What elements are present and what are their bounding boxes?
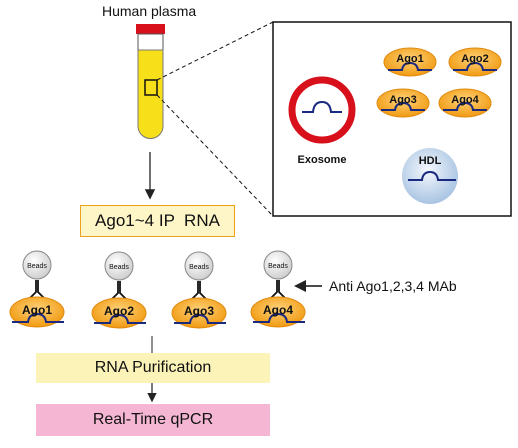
exosome	[288, 76, 356, 144]
exosome-membrane	[288, 76, 356, 144]
zoom-ago-label: Ago4	[451, 94, 479, 106]
hdl-label: HDL	[419, 155, 442, 167]
bead	[104, 251, 134, 281]
zoom-ago-label: Ago3	[389, 94, 417, 106]
zoom-region-marker	[144, 79, 158, 96]
rna-purification-step: RNA Purification	[36, 353, 270, 383]
bead-ago-label: Ago1	[22, 303, 52, 317]
bead-ago-label: Ago3	[184, 304, 214, 318]
tube-neck	[137, 33, 164, 51]
bead-complex-2: Beads Ago2	[91, 251, 147, 329]
zoom-ago-4: Ago4	[438, 88, 492, 118]
qpcr-step: Real-Time qPCR	[36, 404, 270, 436]
exosome-label: Exosome	[298, 154, 347, 166]
tube-cap	[136, 24, 165, 34]
zoom-ago-label: Ago1	[396, 53, 424, 65]
zoom-ago-3: Ago3	[376, 88, 430, 118]
ip-rna-box: Ago1~4 IP RNA	[80, 205, 235, 237]
bead-label: Beads	[109, 264, 129, 271]
bead	[22, 250, 52, 280]
zoom-ago-label: Ago2	[461, 53, 489, 65]
bead-complex-1: Beads Ago1	[9, 250, 65, 328]
bead-complex-4: Beads Ago4	[250, 250, 306, 328]
bead-ago-label: Ago2	[104, 304, 134, 318]
bead-label: Beads	[268, 263, 288, 270]
rna-purification-label: RNA Purification	[94, 359, 212, 376]
zoom-ago-2: Ago2	[448, 47, 502, 77]
zoom-line-top	[156, 21, 274, 81]
plasma-title: Human plasma	[102, 3, 197, 19]
exosome-rna	[302, 100, 342, 113]
bead-complex-3: Beads Ago3	[171, 251, 227, 329]
plasma-tube	[136, 24, 165, 139]
bead-label: Beads	[189, 264, 209, 271]
hdl-rna	[408, 170, 456, 181]
bead-ago-label: Ago4	[263, 303, 293, 317]
bead	[263, 250, 293, 280]
ip-rna-label: Ago1~4 IP RNA	[95, 211, 220, 230]
hdl-body	[402, 148, 458, 204]
antibody-label: Anti Ago1,2,3,4 MAb	[329, 278, 457, 294]
zoom-line-bottom	[156, 94, 274, 217]
bead-label: Beads	[27, 263, 47, 270]
zoom-ago-1: Ago1	[383, 47, 437, 77]
bead	[184, 251, 214, 281]
hdl-particle	[402, 148, 458, 204]
qpcr-label: Real-Time qPCR	[92, 411, 214, 428]
